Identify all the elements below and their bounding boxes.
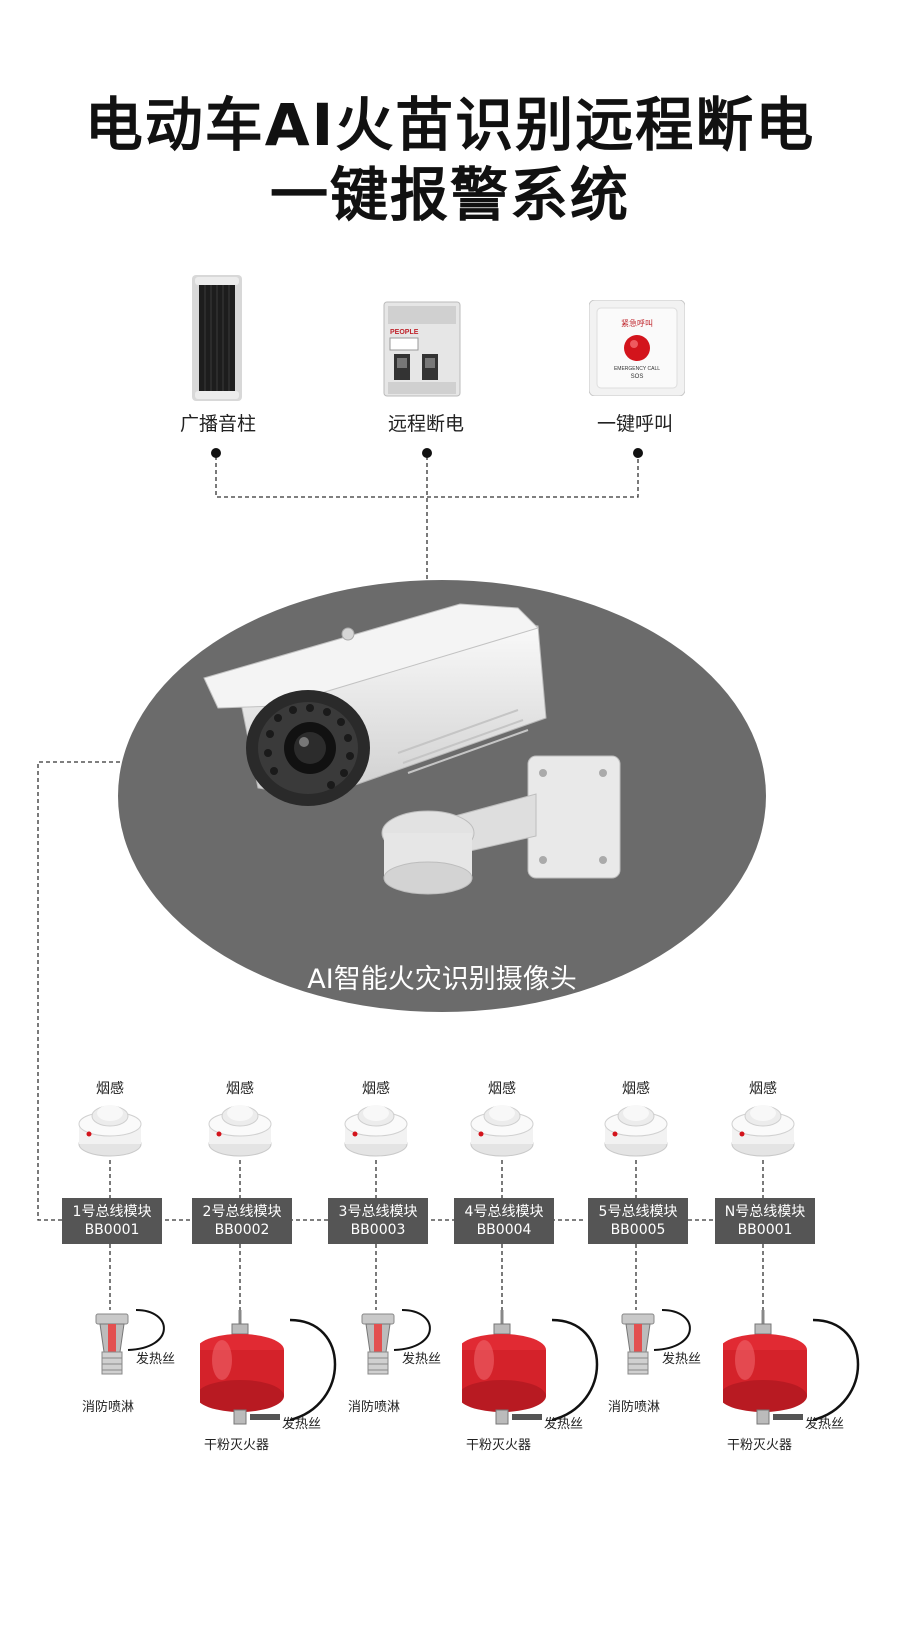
heat-wire-label: 发热丝 bbox=[402, 1352, 442, 1367]
bus-module-code: BB0002 bbox=[214, 1222, 270, 1238]
bus-module-name: 4号总线模块 bbox=[464, 1204, 544, 1220]
sprinkler-label: 消防喷淋 bbox=[608, 1400, 661, 1415]
smoke-detector-icon bbox=[77, 1098, 143, 1162]
device-drop-lines bbox=[109, 1244, 764, 1310]
smoke-detector-label: 烟感 bbox=[749, 1081, 777, 1097]
smoke-detector-icon bbox=[730, 1098, 796, 1162]
dry-powder-extinguisher-icon bbox=[719, 1310, 873, 1444]
connector-dot bbox=[211, 448, 221, 458]
smoke-drop-lines bbox=[109, 1160, 764, 1198]
bus-module-code: BB0005 bbox=[610, 1222, 666, 1238]
bus-module-code: BB0004 bbox=[476, 1222, 532, 1238]
bus-module-box: 5号总线模块 BB0005 bbox=[588, 1198, 688, 1244]
heat-wire-label: 发热丝 bbox=[282, 1417, 322, 1432]
top-bus-line bbox=[215, 456, 639, 590]
connector-dot bbox=[422, 448, 432, 458]
bus-module-name: 5号总线模块 bbox=[598, 1204, 678, 1220]
bus-module-code: BB0001 bbox=[737, 1222, 793, 1238]
speaker-column-icon bbox=[192, 275, 242, 401]
device-label-speaker: 广播音柱 bbox=[179, 413, 256, 435]
sprinkler-label: 消防喷淋 bbox=[82, 1400, 135, 1415]
sos-bottom-text: EMERGENCY CALL bbox=[614, 366, 660, 372]
ai-camera-icon bbox=[198, 598, 638, 898]
left-trunk-line bbox=[37, 761, 260, 1221]
extinguisher-label: 干粉灭火器 bbox=[204, 1438, 270, 1453]
extinguisher-label: 干粉灭火器 bbox=[466, 1438, 532, 1453]
device-label-call: 一键呼叫 bbox=[596, 413, 673, 435]
smoke-detector-icon bbox=[343, 1098, 409, 1162]
bus-module-box: 1号总线模块 BB0001 bbox=[62, 1198, 162, 1244]
fire-sprinkler-icon bbox=[344, 1308, 444, 1402]
heat-wire-label: 发热丝 bbox=[544, 1417, 584, 1432]
smoke-detector-label: 烟感 bbox=[488, 1081, 516, 1097]
sos-top-text: 紧急呼叫 bbox=[621, 318, 653, 328]
smoke-detector-icon bbox=[469, 1098, 535, 1162]
smoke-detector-label: 烟感 bbox=[362, 1081, 390, 1097]
circuit-breaker-icon: PEOPLE bbox=[380, 300, 464, 398]
fire-sprinkler-icon bbox=[78, 1308, 178, 1402]
heat-wire-label: 发热丝 bbox=[136, 1352, 176, 1367]
smoke-detector-label: 烟感 bbox=[226, 1081, 254, 1097]
smoke-detector-label: 烟感 bbox=[622, 1081, 650, 1097]
bus-module-box: 3号总线模块 BB0003 bbox=[328, 1198, 428, 1244]
dry-powder-extinguisher-icon bbox=[458, 1310, 612, 1444]
bus-module-code: BB0001 bbox=[84, 1222, 140, 1238]
fire-sprinkler-icon bbox=[604, 1308, 704, 1402]
extinguisher-label: 干粉灭火器 bbox=[727, 1438, 793, 1453]
bus-module-code: BB0003 bbox=[350, 1222, 406, 1238]
heat-wire-label: 发热丝 bbox=[662, 1352, 702, 1367]
camera-label: AI智能火灾识别摄像头 bbox=[307, 964, 577, 995]
page-title-line1: 电动车AI火苗识别远程断电 bbox=[84, 91, 816, 159]
page-title-line2: 一键报警系统 bbox=[269, 161, 630, 229]
bus-module-name: 3号总线模块 bbox=[338, 1204, 418, 1220]
dry-powder-extinguisher-icon bbox=[196, 1310, 350, 1444]
smoke-detector-icon bbox=[603, 1098, 669, 1162]
breaker-brand-text: PEOPLE bbox=[390, 329, 419, 336]
smoke-detector-icon bbox=[207, 1098, 273, 1162]
bus-module-name: 1号总线模块 bbox=[72, 1204, 152, 1220]
sos-panel-icon: 紧急呼叫 EMERGENCY CALL SOS bbox=[588, 299, 686, 397]
bus-module-name: N号总线模块 bbox=[724, 1204, 806, 1220]
sprinkler-label: 消防喷淋 bbox=[348, 1400, 401, 1415]
bus-module-box: 4号总线模块 BB0004 bbox=[454, 1198, 554, 1244]
bus-module-box: 2号总线模块 BB0002 bbox=[192, 1198, 292, 1244]
bus-module-box: N号总线模块 BB0001 bbox=[715, 1198, 815, 1244]
connector-dot bbox=[633, 448, 643, 458]
sos-text: SOS bbox=[631, 374, 644, 380]
heat-wire-label: 发热丝 bbox=[805, 1417, 845, 1432]
bus-module-name: 2号总线模块 bbox=[202, 1204, 282, 1220]
smoke-detector-label: 烟感 bbox=[96, 1081, 124, 1097]
device-label-breaker: 远程断电 bbox=[387, 413, 464, 435]
